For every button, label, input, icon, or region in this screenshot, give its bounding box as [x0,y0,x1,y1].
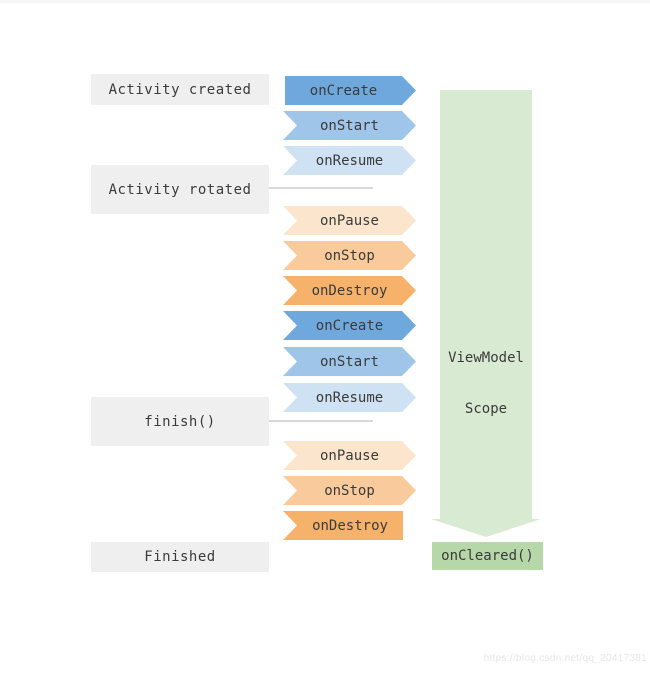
oncleared-box: onCleared() [432,542,543,570]
lifecycle-arrow-onstart: onStart [283,111,416,140]
lifecycle-arrow-ondestroy: onDestroy [283,276,416,305]
watermark-url: https://blog.csdn.net/qq_20417381 [483,653,647,664]
viewmodel-scope-label-line1: ViewModel [448,350,524,366]
lifecycle-arrow-onstop: onStop [283,241,416,270]
lifecycle-arrow-oncreate: onCreate [283,311,416,340]
lifecycle-arrow-onpause: onPause [283,441,416,470]
viewmodel-scope-arrow: ViewModel Scope [431,90,541,537]
connector-line [269,420,373,422]
lifecycle-arrow-onresume: onResume [283,146,416,175]
viewmodel-scope-label: ViewModel Scope [431,316,541,452]
lifecycle-arrow-onstart: onStart [283,347,416,376]
viewmodel-scope-label-line2: Scope [464,401,508,417]
stage-activity-created: Activity created [91,74,269,105]
lifecycle-arrow-onresume: onResume [283,383,416,412]
top-edge-strip [0,0,650,3]
lifecycle-arrow-oncreate: onCreate [285,76,416,105]
lifecycle-arrow-onpause: onPause [283,206,416,235]
lifecycle-arrow-ondestroy: onDestroy [283,511,403,540]
connector-line [269,187,373,189]
lifecycle-arrow-onstop: onStop [283,476,416,505]
stage-finished: Finished [91,542,269,572]
stage-finish: finish() [91,397,269,446]
stage-activity-rotated: Activity rotated [91,165,269,214]
